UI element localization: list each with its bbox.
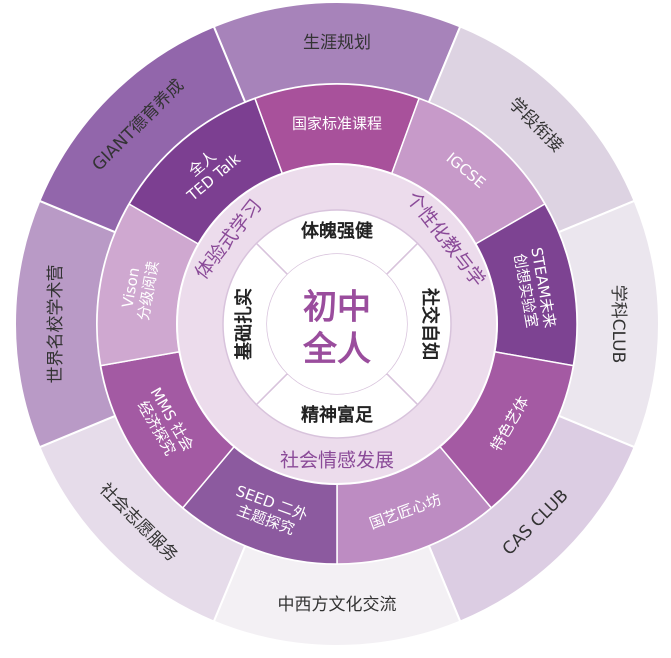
middle-label-3: 社会情感发展 [280,450,394,472]
inner-label-4: 基础扎实 [233,288,255,361]
center-title-line1: 初中 [303,288,371,328]
outer-label-7: 世界名校学术营 [46,265,66,384]
program-label-1: 国家标准课程 [292,115,382,133]
outer-label-5: 中西方文化交流 [278,595,397,615]
outer-label-1: 生涯规划 [303,33,371,53]
inner-label-3: 精神富足 [301,404,373,426]
center-title-line2: 全人 [302,330,371,370]
middle-ring-border [176,163,498,485]
center-circle: 初中 全人 [267,254,407,394]
inner-label-2: 社交自如 [419,288,441,360]
outer-label-3: 学科CLUB [608,285,628,364]
inner-label-1: 体魄强健 [301,220,373,242]
